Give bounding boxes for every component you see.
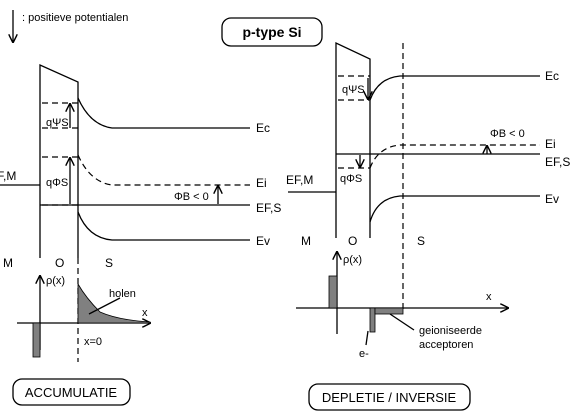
left-ec-band (77, 97, 250, 129)
left-region-m: M (3, 256, 13, 270)
left-hole-charge (77, 282, 151, 324)
left-ei-label: Ei (256, 176, 267, 190)
left-region-o: O (55, 256, 64, 270)
right-rho-label: ρ(x) (343, 254, 362, 266)
left-qpsi-label: qΨS (46, 117, 69, 129)
right-electron-charge (369, 307, 376, 333)
right-charge-plot (296, 252, 508, 346)
right-positive-charge (328, 275, 338, 309)
left-holes-label: holen (109, 288, 136, 300)
left-region-s: S (105, 256, 113, 270)
right-electron-pointer (365, 330, 369, 346)
left-ei-band (77, 154, 250, 186)
left-caption-box: ACCUMULATIE (12, 378, 131, 406)
left-qphi-label: qΦS (46, 177, 68, 189)
left-ec-label: Ec (256, 121, 270, 135)
right-acceptor-label-2: acceptoren (419, 339, 473, 351)
right-ei-label: Ei (545, 137, 556, 151)
left-x0-label: x=0 (84, 336, 102, 348)
diagram-title: p-type Si (242, 24, 301, 40)
right-caption: DEPLETIE / INVERSIE (322, 390, 457, 405)
right-efm-label: EF,M (286, 173, 313, 187)
left-negative-charge (32, 322, 41, 358)
left-phib-label: ΦB < 0 (174, 191, 209, 203)
left-rho-label: ρ(x) (46, 275, 65, 287)
left-efm-label: F,M (0, 169, 16, 183)
right-ei-band (369, 144, 540, 169)
right-band-diagram (288, 41, 540, 310)
right-oxide-box (335, 41, 371, 238)
right-region-s: S (417, 234, 425, 248)
right-ec-band (369, 75, 540, 101)
left-efs-label: EF,S (256, 201, 281, 215)
right-region-o: O (348, 234, 357, 248)
potential-legend: : positieve potentialen (13, 10, 128, 42)
right-x-label: x (486, 291, 492, 303)
right-ec-label: Ec (545, 69, 559, 83)
right-efs-label: EF,S (545, 155, 570, 169)
left-band-diagram (0, 63, 250, 362)
right-region-m: M (301, 234, 311, 248)
left-ev-label: Ev (256, 234, 270, 248)
legend-text: : positieve potentialen (22, 12, 128, 24)
left-holes-pointer (88, 297, 121, 315)
right-phib-label: ΦB < 0 (490, 128, 525, 140)
right-qphi-label: qΦS (340, 173, 362, 185)
right-caption-box: DEPLETIE / INVERSIE (308, 383, 471, 411)
title-box: p-type Si (221, 17, 323, 47)
left-caption: ACCUMULATIE (25, 385, 118, 400)
left-ev-band (77, 211, 250, 241)
right-electron-label: e- (359, 348, 369, 360)
right-acceptor-charge (374, 307, 404, 315)
right-acceptor-label-1: geioniseerde (419, 325, 482, 337)
right-qpsi-label: qΨS (342, 84, 365, 96)
left-x-label: x (142, 307, 148, 319)
left-charge-plot (17, 276, 151, 358)
left-oxide-box (39, 63, 79, 258)
right-ev-label: Ev (545, 192, 559, 206)
right-ev-band (369, 195, 540, 223)
right-acceptor-pointer (389, 313, 415, 331)
